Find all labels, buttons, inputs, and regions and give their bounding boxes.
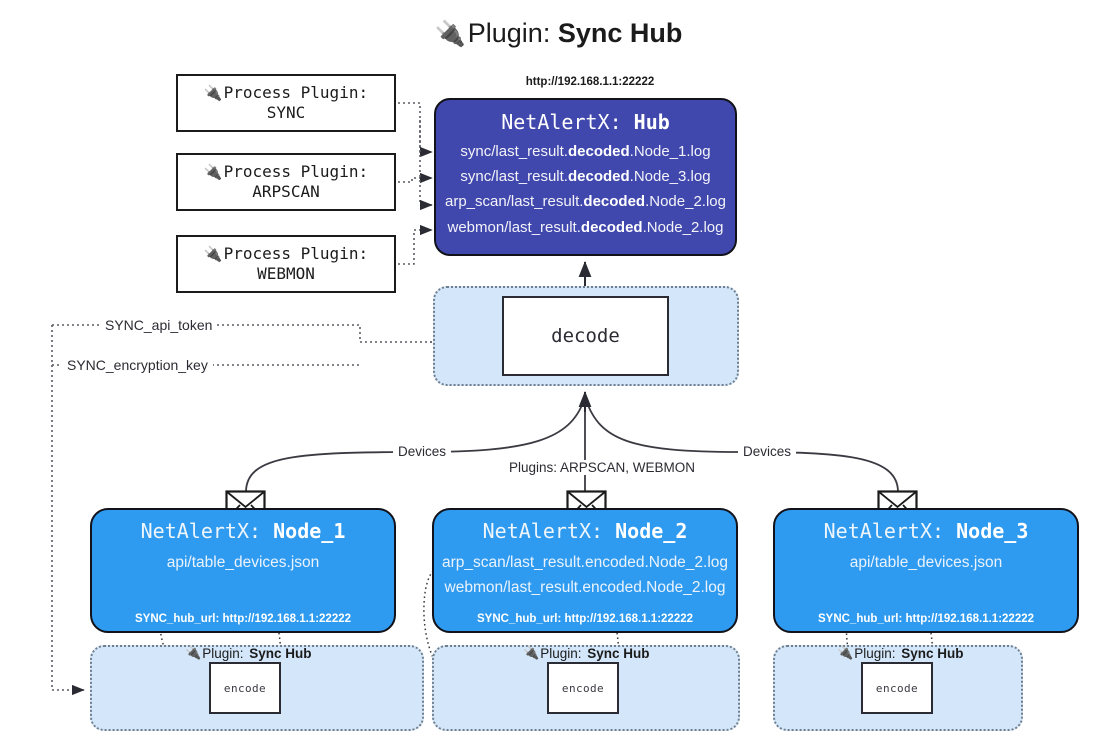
- node-3-hub-url: SYNC_hub_url: http://192.168.1.1:22222: [817, 613, 1035, 625]
- hub-logline: webmon/last_result.decoded.Node_2.log: [447, 218, 724, 236]
- process-plugin-sync-name: SYNC: [266, 103, 306, 122]
- plugin-sync-second-connector: [419, 120, 433, 211]
- node-1-hub-url: SYNC_hub_url: http://192.168.1.1:22222: [134, 613, 352, 625]
- process-plugin-webmon[interactable]: 🔌Process Plugin: WEBMON: [176, 235, 396, 293]
- encode-box-3[interactable]: encode: [861, 662, 933, 714]
- plug-icon: 🔌: [523, 645, 540, 660]
- plug-icon: 🔌: [185, 645, 202, 660]
- hub-node[interactable]: NetAlertX: Hub sync/last_result.decoded.…: [434, 98, 737, 256]
- title-name: Sync Hub: [557, 18, 683, 48]
- node-2[interactable]: NetAlertX: Node_2 arp_scan/last_result.e…: [432, 508, 738, 633]
- title-prefix: Plugin:: [467, 18, 551, 48]
- label-sync-api-token: SYNC_api_token: [100, 317, 218, 333]
- decode-box[interactable]: decode: [502, 296, 669, 376]
- hub-logline: sync/last_result.decoded.Node_3.log: [460, 168, 711, 186]
- devices-curves: [245, 399, 899, 493]
- process-plugin-sync-label: 🔌Process Plugin:: [204, 83, 368, 103]
- label-devices-left: Devices: [393, 444, 452, 459]
- hub-title: NetAlertX: Hub: [501, 110, 670, 134]
- hub-title-name: Hub: [633, 110, 670, 134]
- label-plugins-center: Plugins: ARPSCAN, WEBMON: [504, 460, 701, 475]
- encode-box-2[interactable]: encode: [547, 662, 619, 714]
- node-1-title: NetAlertX: Node_1: [140, 519, 346, 543]
- plug-icon: 🔌: [837, 645, 854, 660]
- node-1-lines: api/table_devices.json: [167, 551, 320, 576]
- label-sync-encryption-key: SYNC_encryption_key: [62, 357, 213, 373]
- encode-plugin-label-2: 🔌Plugin: Sync Hub: [523, 645, 650, 661]
- node-3-lines: api/table_devices.json: [850, 551, 1003, 576]
- label-devices-right: Devices: [738, 444, 797, 459]
- node-line: webmon/last_result.encoded.Node_2.log: [444, 578, 726, 596]
- plug-icon: 🔌: [203, 162, 223, 181]
- encode-plugin-label-3: 🔌Plugin: Sync Hub: [837, 645, 964, 661]
- node-3-title: NetAlertX: Node_3: [823, 519, 1029, 543]
- plugin-to-hub-connectors: [398, 102, 433, 265]
- node-line: arp_scan/last_result.encoded.Node_2.log: [441, 554, 729, 571]
- process-plugin-webmon-name: WEBMON: [257, 264, 315, 283]
- node-1[interactable]: NetAlertX: Node_1 api/table_devices.json…: [90, 508, 396, 633]
- node-line: api/table_devices.json: [849, 554, 1003, 571]
- process-plugin-label-text: Process Plugin:: [223, 244, 369, 263]
- node-2-title: NetAlertX: Node_2: [482, 519, 688, 543]
- plug-icon: 🔌: [203, 244, 223, 263]
- page-title: 🔌Plugin: Sync Hub: [0, 18, 1117, 49]
- hub-title-prefix: NetAlertX:: [501, 110, 622, 134]
- process-plugin-label-text: Process Plugin:: [223, 162, 369, 181]
- node-3[interactable]: NetAlertX: Node_3 api/table_devices.json…: [773, 508, 1079, 633]
- encode-box-1[interactable]: encode: [209, 662, 281, 714]
- encode-plugin-label-1: 🔌Plugin: Sync Hub: [185, 645, 312, 661]
- process-plugin-arpscan-label: 🔌Process Plugin:: [204, 162, 368, 182]
- process-plugin-sync[interactable]: 🔌Process Plugin: SYNC: [176, 74, 396, 132]
- process-plugin-arpscan[interactable]: 🔌Process Plugin: ARPSCAN: [176, 153, 396, 211]
- hub-url-label: http://192.168.1.1:22222: [525, 76, 655, 88]
- hub-logline: arp_scan/last_result.decoded.Node_2.log: [445, 193, 726, 211]
- plug-icon: 🔌: [434, 20, 466, 48]
- node-2-hub-url: SYNC_hub_url: http://192.168.1.1:22222: [476, 613, 694, 625]
- process-plugin-arpscan-name: ARPSCAN: [252, 182, 320, 201]
- node-line: api/table_devices.json: [166, 554, 320, 571]
- node-2-lines: arp_scan/last_result.encoded.Node_2.log …: [442, 551, 728, 601]
- hub-logline: sync/last_result.decoded.Node_1.log: [460, 143, 711, 160]
- process-plugin-label-text: Process Plugin:: [223, 83, 369, 102]
- plug-icon: 🔌: [203, 83, 223, 102]
- process-plugin-webmon-label: 🔌Process Plugin:: [204, 244, 368, 264]
